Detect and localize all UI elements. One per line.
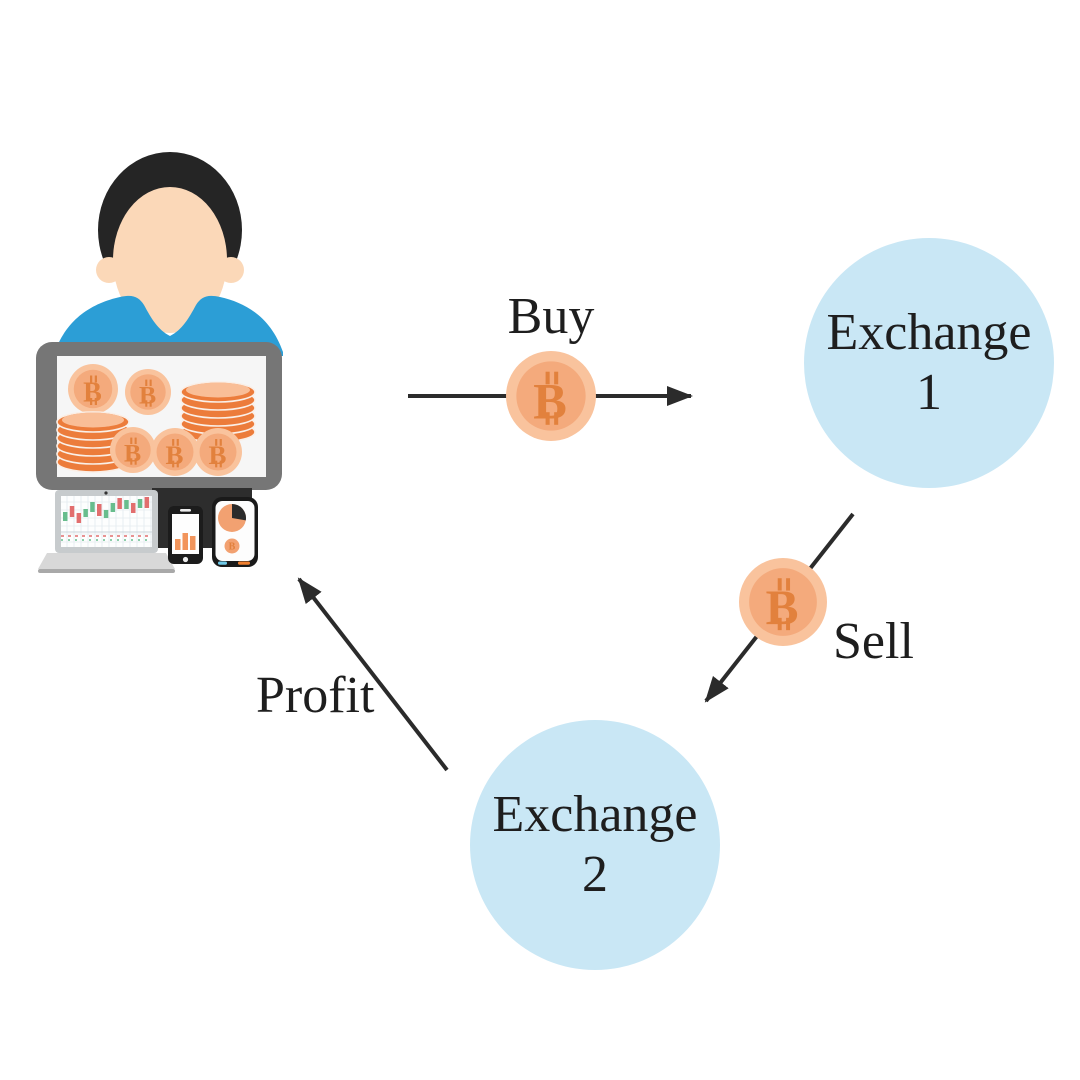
exchange-2-node: Exchange 2 [470, 720, 720, 970]
bar-chart-icon [175, 533, 196, 550]
coin-stack-right [180, 381, 256, 443]
phone-bar-chart [168, 506, 203, 564]
bitcoin-coin-icon [739, 558, 827, 646]
monitor-coin-cluster [56, 364, 256, 476]
laptop-chart [38, 490, 175, 573]
person-icon [55, 152, 283, 356]
pie-chart-icon [218, 504, 247, 532]
exchange-2-number: 2 [582, 846, 608, 903]
sell-label: Sell [833, 613, 914, 670]
phone-pie-chart: B [212, 497, 258, 567]
profit-label: Profit [256, 667, 375, 724]
shirt [55, 295, 283, 356]
exchange-1-number: 1 [916, 364, 942, 421]
candlestick-chart-icon [61, 497, 152, 541]
exchange-2-label: Exchange [492, 786, 698, 844]
trader-illustration: B [36, 152, 283, 573]
profit-arrow [297, 577, 449, 772]
face [113, 187, 227, 333]
bitcoin-monitor [36, 342, 282, 548]
exchange-1-node: Exchange 1 [804, 238, 1054, 488]
buy-label: Buy [507, 288, 595, 345]
svg-text:B: B [229, 542, 236, 553]
exchange-1-label: Exchange [826, 304, 1032, 362]
bitcoin-coin-icon [506, 351, 596, 441]
